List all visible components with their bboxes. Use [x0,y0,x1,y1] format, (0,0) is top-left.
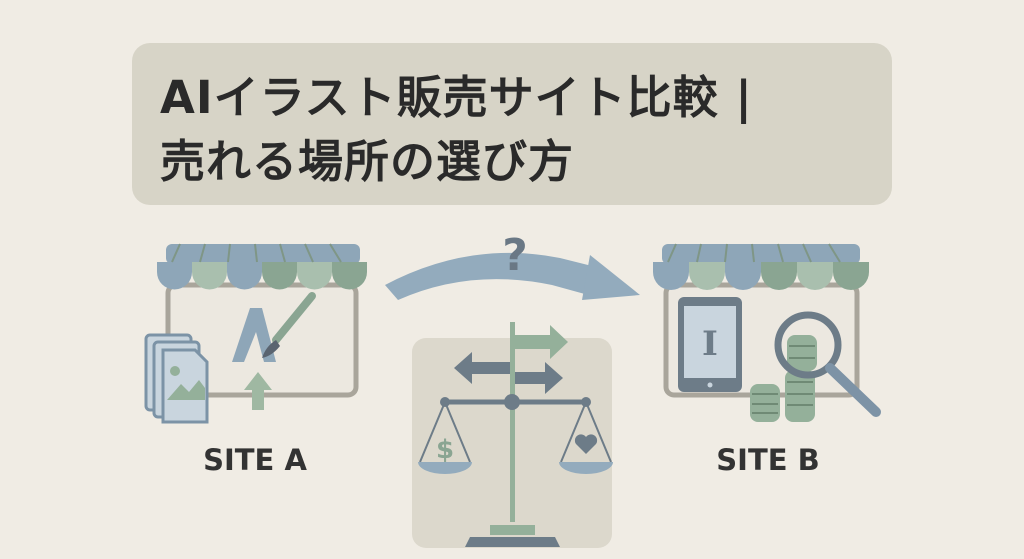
comparison-panel: $ [412,322,613,548]
title-banner: AIイラスト販売サイト比較 | 売れる場所の選び方 [132,43,892,205]
upload-arrow-icon [244,372,272,410]
tablet-icon: I [678,297,742,392]
question-mark-icon: ? [502,230,528,281]
tablet-letter: I [702,324,718,364]
site-b-store: I SITE B [653,243,881,477]
balance-scale-icon: $ [418,394,613,547]
ai-brush-icon [232,292,316,362]
site-b-label: SITE B [716,443,819,477]
signpost-pole [510,322,515,522]
awning-icon [653,243,869,290]
dollar-icon: $ [436,435,454,465]
title-line-1: AIイラスト販売サイト比較 | [160,71,753,124]
heart-icon [574,434,598,454]
title-line-2: 売れる場所の選び方 [160,135,575,188]
site-a-store: SITE A [144,243,367,477]
curved-arrow-icon [385,252,640,300]
signpost-arrow-right-icon [515,325,568,359]
coins-icon [750,335,817,422]
site-a-label: SITE A [203,443,307,477]
signpost-arrow-left-icon [454,352,510,384]
magnifier-icon [774,311,881,417]
image-files-icon [144,333,209,424]
awning-icon [157,243,367,290]
signpost-arrow-right-2-icon [515,362,563,394]
